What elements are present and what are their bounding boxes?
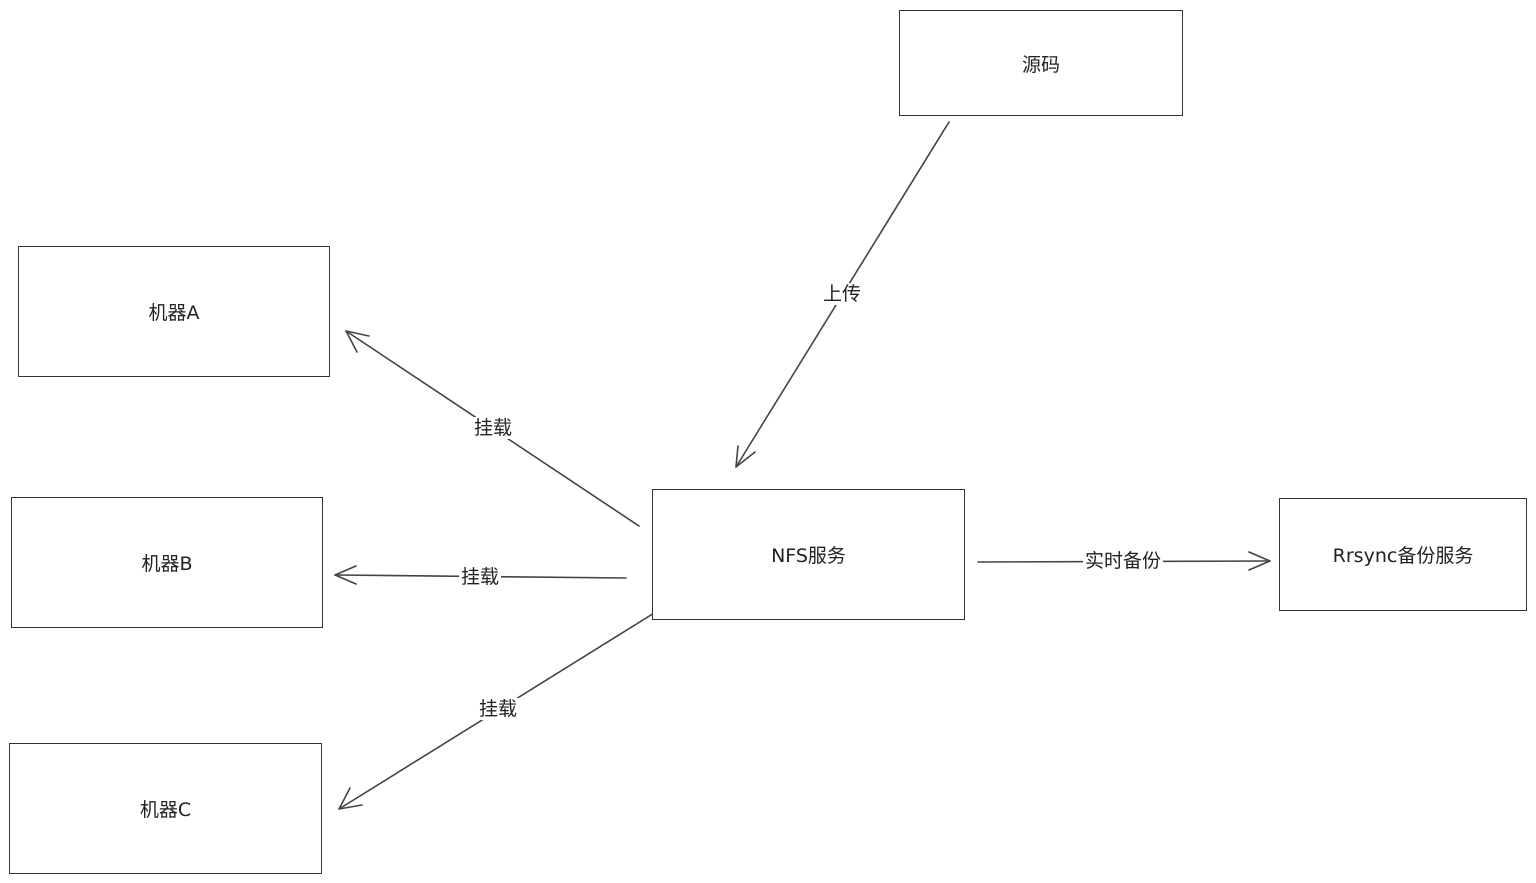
arrowhead-mount-b [334, 565, 357, 585]
node-nfs-service-label: NFS服务 [771, 545, 846, 567]
edge-label-mount-a: 挂载 [471, 417, 515, 439]
edge-label-upload: 上传 [820, 283, 864, 305]
node-source-code-label: 源码 [1021, 53, 1060, 76]
arrowhead-mount-a [345, 330, 370, 353]
node-machine-a-label: 机器A [148, 302, 200, 324]
node-machine-b-label: 机器B [141, 553, 193, 575]
node-rsync-backup-service: Rrsync备份服务 [1279, 498, 1527, 611]
node-machine-a: 机器A [18, 246, 330, 377]
edge-label-mount-c: 挂载 [476, 698, 520, 720]
node-machine-b: 机器B [11, 497, 323, 628]
node-machine-c-label: 机器C [139, 799, 192, 821]
node-nfs-service: NFS服务 [652, 489, 965, 620]
edge-label-realtime-backup: 实时备份 [1082, 550, 1164, 572]
arrowhead-mount-c [338, 787, 363, 810]
node-source-code: 源码 [899, 10, 1183, 116]
node-rsync-backup-service-label: Rrsync备份服务 [1332, 545, 1474, 567]
node-machine-c: 机器C [9, 743, 322, 874]
arrowhead-backup [1248, 551, 1271, 571]
edge-label-mount-b: 挂载 [458, 566, 502, 588]
arrowhead-upload [735, 445, 756, 468]
